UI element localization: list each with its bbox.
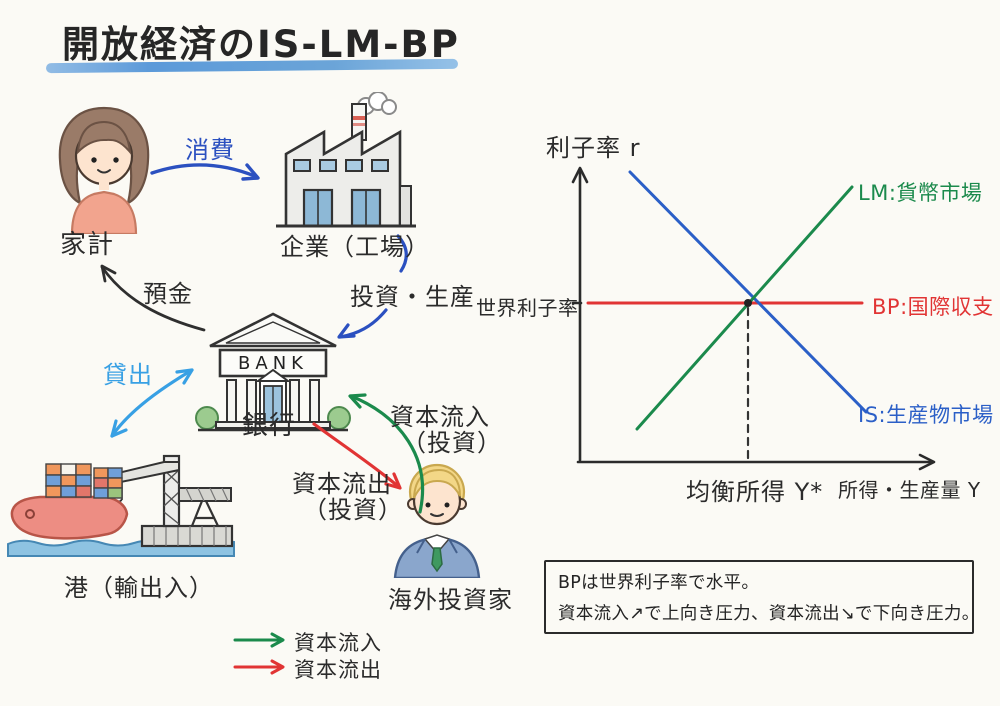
deposit-arrow	[100, 264, 206, 332]
x-axis	[576, 453, 936, 471]
factory-chimney-stripe	[353, 116, 365, 120]
is-curve	[628, 170, 868, 414]
port-pier	[140, 524, 234, 548]
ship-containers	[45, 463, 123, 499]
factory-illustration	[276, 92, 416, 228]
woman-shirt	[70, 190, 138, 234]
lm-curve	[635, 185, 854, 431]
bank-base	[215, 421, 331, 429]
woman-bangs	[76, 120, 132, 156]
factory-window	[293, 159, 311, 172]
woman-smile	[97, 169, 111, 174]
lm-curve-label: LM:貨幣市場	[858, 181, 983, 205]
bank-pediment-inner	[225, 321, 321, 344]
legend-inflow-label: 資本流入	[294, 631, 382, 655]
capital-inflow-sublabel: （投資）	[402, 429, 502, 457]
factory-chimney-stripe	[353, 123, 365, 126]
consumption-label: 消費	[185, 136, 235, 164]
port-label: 港（輸出入）	[64, 574, 214, 602]
y-axis	[571, 166, 589, 462]
investor-lapels	[416, 538, 458, 554]
bp-line-label: BP:国際収支	[872, 295, 994, 319]
investor-smile	[430, 513, 444, 517]
equilibrium-label: 均衡所得 Y*	[686, 478, 824, 506]
page-title: 開放経済のIS-LM-BP	[62, 23, 460, 66]
factory-window	[319, 159, 337, 172]
investor-eye-right	[444, 502, 450, 508]
is-curve-label: IS:生産物市場	[858, 403, 994, 427]
bp-note-line2: 資本流入↗で上向き圧力、資本流出↘で下向き圧力。	[558, 604, 980, 624]
legend-inflow-arrow	[233, 632, 285, 648]
port-illustration	[7, 454, 235, 557]
investment-production-arrow	[337, 234, 408, 339]
investor-eye-left	[425, 502, 431, 508]
capital-inflow-label: 資本流入	[390, 403, 490, 431]
investment-production-label: 投資・生産	[350, 283, 475, 311]
investor-illustration	[393, 463, 481, 578]
crane-girder-hatch	[185, 487, 229, 502]
equilibrium-point	[744, 299, 752, 307]
bank-illustration: BANK	[195, 312, 351, 432]
factory-window	[371, 159, 389, 172]
capital-outflow-label: 資本流出	[292, 470, 392, 498]
consumption-arrow	[150, 163, 260, 181]
crane-legs	[190, 500, 219, 527]
household-illustration	[58, 106, 150, 234]
legend-outflow-label: 資本流出	[294, 658, 382, 682]
crane-tower-braces	[163, 469, 180, 525]
x-axis-label: 所得・生産量 Y	[838, 478, 981, 502]
lending-label: 貸出	[103, 361, 153, 389]
ship-hull	[10, 495, 129, 540]
capital-outflow-sublabel: （投資）	[303, 496, 403, 524]
ship-porthole	[25, 509, 35, 519]
lending-arrow	[110, 368, 194, 438]
capital-inflow-arrow	[348, 393, 425, 514]
crane-girder	[178, 487, 232, 502]
investor-tie	[431, 547, 443, 573]
y-axis-label: 利子率 r	[546, 134, 641, 162]
deposit-label: 預金	[143, 280, 193, 308]
world-rate-label: 世界利子率	[476, 296, 579, 320]
bank-label: 銀行	[242, 411, 297, 441]
bank-sign-text: BANK	[238, 353, 308, 374]
port-pier-hatch	[153, 526, 227, 546]
bp-note-line1: BPは世界利子率で水平。	[558, 573, 760, 593]
woman-eye-right	[113, 157, 119, 163]
factory-window	[345, 159, 363, 172]
bank-pediment	[209, 312, 337, 348]
woman-eye-left	[91, 157, 97, 163]
investor-fringe	[413, 468, 461, 499]
woman-neck	[99, 180, 109, 190]
investor-label: 海外投資家	[388, 586, 513, 614]
capital-outflow-arrow	[312, 422, 402, 490]
bp-note-box: BPは世界利子率で水平。 資本流入↗で上向き圧力、資本流出↘で下向き圧力。	[544, 560, 980, 634]
factory-smoke	[381, 99, 397, 115]
household-label: 家計	[60, 230, 115, 260]
legend-outflow-arrow	[233, 659, 285, 675]
firm-label: 企業（工場）	[280, 233, 430, 261]
